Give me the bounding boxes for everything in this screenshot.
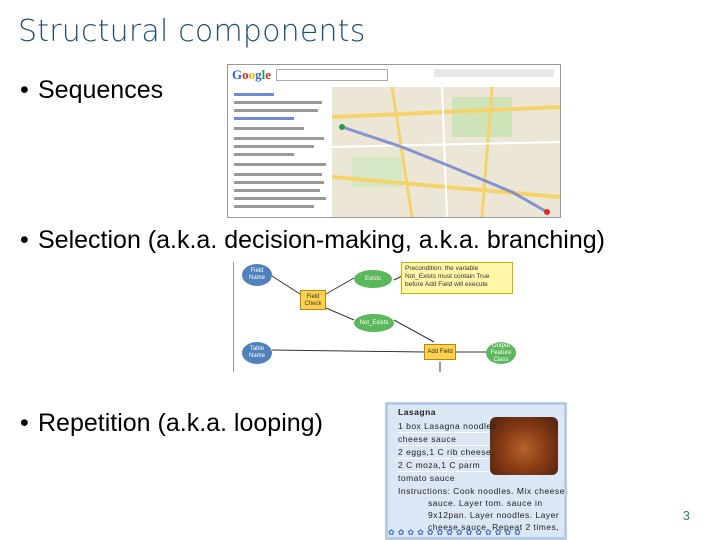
map-area (331, 86, 560, 217)
recipe-line: Instructions: Cook noodles. Mix cheese (398, 486, 565, 496)
recipe-line: 9x12pan. Layer noodles. Layer (428, 510, 560, 520)
bullet-repetition: • Repetition (a.k.a. looping) (20, 409, 323, 438)
recipe-line: 1 box Lasagna noodles (398, 421, 497, 431)
precondition-callout: Precondition: the variable Not_Exists mu… (401, 262, 513, 294)
bullet-dot: • (20, 409, 29, 437)
bullet-dot: • (20, 76, 29, 104)
bullet-text: Selection (a.k.a. decision-making, a.k.a… (38, 226, 605, 254)
node-exists: Exists (354, 270, 392, 288)
google-maps-screenshot: Google (227, 64, 561, 218)
bullet-sequences: • Sequences (20, 76, 163, 105)
node-table-name: Table Name (242, 342, 272, 364)
lasagna-photo (490, 417, 558, 475)
model-flowchart: Field Name Exists Field Check Not_Exists… (233, 262, 517, 372)
map-top-links (434, 69, 554, 77)
bullet-text: Repetition (a.k.a. looping) (38, 409, 323, 437)
card-rule (398, 445, 488, 446)
map-roads (331, 86, 560, 217)
node-field-check: Field Check (300, 290, 326, 310)
node-add-field: Add Field (424, 344, 456, 360)
recipe-line: cheese sauce. Repeat 2 times, (428, 522, 560, 532)
slide-title: Structural components (18, 14, 366, 49)
node-not-exists: Not_Exists (354, 314, 394, 332)
flowchart-connectors (271, 275, 486, 372)
flower-border: ✿✿✿✿✿✿✿✿✿✿✿✿✿✿ (388, 528, 524, 537)
recipe-line: 2 eggs,1 C rib cheese, (398, 447, 495, 457)
google-logo: Google (232, 67, 272, 82)
recipe-line: 2 C moza,1 C parm (398, 460, 481, 470)
bullet-text: Sequences (38, 76, 164, 104)
node-field-name: Field Name (242, 264, 272, 286)
bullet-dot: • (20, 226, 29, 254)
recipe-line: tomato sauce (398, 473, 456, 483)
recipe-card: Lasagna 1 box Lasagna noodles cheese sau… (385, 402, 567, 540)
map-search-box (276, 69, 388, 81)
recipe-line: cheese sauce (398, 434, 457, 444)
page-number: 3 (682, 508, 690, 523)
card-rule (398, 471, 488, 472)
map-topbar: Google (228, 65, 560, 88)
directions-panel (228, 87, 333, 217)
bullet-selection: • Selection (a.k.a. decision-making, a.k.… (20, 226, 605, 255)
card-rule (398, 458, 488, 459)
recipe-line: sauce. Layer tom. sauce in (428, 498, 543, 508)
recipe-title: Lasagna (398, 407, 436, 417)
node-output-feature-class: Output Feature Class (486, 342, 516, 364)
card-rule (398, 432, 488, 433)
